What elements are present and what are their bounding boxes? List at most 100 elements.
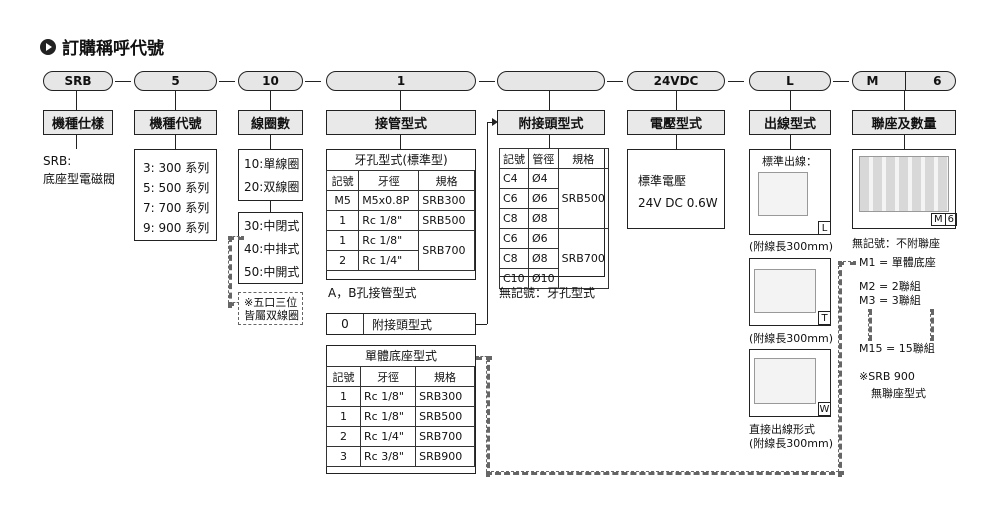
cell-code: 2 xyxy=(325,426,362,447)
cell-size: M5x0.8P xyxy=(358,190,420,211)
coil-single-double: 10:單線圈 20:双線圈 xyxy=(238,149,303,201)
th-code: 記號 xyxy=(325,170,360,191)
connector xyxy=(175,135,176,149)
cell-code: 1 xyxy=(325,386,362,407)
cell-code: M5 xyxy=(325,190,360,211)
dashed-connector xyxy=(476,356,492,360)
manifold-none: 無記號：不附聯座 xyxy=(852,237,940,250)
connector xyxy=(487,122,494,123)
connector xyxy=(270,135,271,149)
coil-item: 40:中排式 xyxy=(244,242,300,256)
fitting-option: 0 附接頭型式 xyxy=(326,313,476,335)
arrow-right-icon xyxy=(492,118,498,126)
manifold-m1: M1 = 單體底座 xyxy=(859,256,936,269)
connector xyxy=(400,91,401,110)
manifold-note-2: 無聯座型式 xyxy=(871,387,926,400)
code-pill-series: 5 xyxy=(134,71,217,91)
dashed-connector xyxy=(228,236,232,308)
cell-spec: SRB500 xyxy=(415,406,475,427)
coil-item: 30:中閉式 xyxy=(244,219,300,233)
coil-item: 10:單線圈 xyxy=(244,157,300,171)
cell-tube: Ø8 xyxy=(528,248,559,269)
cell-spec: SRB500 xyxy=(557,168,609,229)
wiring-len-1: (附線長300mm) xyxy=(749,240,834,253)
header-wiring: 出線型式 xyxy=(749,110,831,135)
connector xyxy=(904,135,905,149)
wiring-len-3: (附線長300mm) xyxy=(749,437,834,450)
valve-w-image xyxy=(754,358,816,404)
header-port: 接管型式 xyxy=(326,110,476,135)
cell-spec: SRB900 xyxy=(415,446,475,467)
wiring-direct: 直接出線形式 xyxy=(749,423,815,436)
tube-table: 記號 管徑 規格 C4 Ø4 SRB500 C6 Ø6 C8 Ø8 C6 Ø6 … xyxy=(499,148,609,289)
cell-size: Rc 3/8" xyxy=(360,446,417,467)
fitting-option-code: 0 xyxy=(327,314,364,334)
wiring-tag-t: T xyxy=(818,311,831,325)
dashed-connector xyxy=(838,261,842,477)
dashed-connector xyxy=(228,236,244,240)
header-spec: 機種仕樣 xyxy=(43,110,113,135)
header-voltage: 電壓型式 xyxy=(627,110,725,135)
cell-spec: SRB300 xyxy=(415,386,475,407)
play-circle-icon xyxy=(40,38,56,55)
model-item: 5: 500 系列 xyxy=(143,181,210,195)
base-table: 單體底座型式 記號 牙徑 規格 1 Rc 1/8" SRB300 1 Rc 1/… xyxy=(325,345,476,474)
connector xyxy=(676,135,677,149)
code-pill-fitting xyxy=(497,71,605,91)
th-spec: 規格 xyxy=(415,366,475,387)
header-manifold: 聯座及數量 xyxy=(852,110,956,135)
cell-size: Rc 1/4" xyxy=(360,426,417,447)
coil-three-position: 30:中閉式 40:中排式 50:中開式 xyxy=(238,212,303,284)
code-pill-wiring: L xyxy=(749,71,831,91)
cell-size: Rc 1/8" xyxy=(360,406,417,427)
pill-divider xyxy=(905,71,907,91)
voltage-label: 標準電壓 xyxy=(638,174,687,188)
coil-note-line: ※五口三位 xyxy=(244,296,298,309)
wiring-tag-w: W xyxy=(818,402,831,416)
cell-code: 3 xyxy=(325,446,362,467)
manifold-m15: M15 = 15聯組 xyxy=(859,342,935,355)
pill-connector xyxy=(728,81,744,82)
pill-connector xyxy=(115,81,131,82)
th-code: 記號 xyxy=(325,366,362,387)
th-spec: 規格 xyxy=(418,170,475,191)
coil-note: ※五口三位 皆屬双線圈 xyxy=(238,292,303,325)
cell-tube: Ø10 xyxy=(528,268,559,289)
header-fitting: 附接頭型式 xyxy=(497,110,605,135)
tag-number: 6 xyxy=(947,214,955,225)
wiring-tag-l: L xyxy=(818,221,831,235)
cell-size: Rc 1/4" xyxy=(358,250,420,271)
header-coil: 線圈數 xyxy=(238,110,303,135)
voltage-box: 標準電壓 24V DC 0.6W xyxy=(627,149,725,229)
dashed-connector xyxy=(838,261,856,265)
th-spec: 規格 xyxy=(557,148,609,169)
cell-code: 2 xyxy=(325,250,360,271)
manifold-m3: M3 = 3聯組 xyxy=(859,294,921,307)
manifold-code-tag: M 6 xyxy=(931,213,958,226)
cell-size: Rc 1/8" xyxy=(358,210,420,231)
cell-spec: SRB700 xyxy=(415,426,475,447)
th-size: 牙徑 xyxy=(358,170,420,191)
connector xyxy=(790,91,791,110)
manifold-image-box: M 6 xyxy=(852,149,958,229)
connector xyxy=(76,91,77,110)
dashed-connector xyxy=(486,356,490,477)
connector xyxy=(175,91,176,110)
connector xyxy=(676,91,677,110)
cell-tube: Ø4 xyxy=(528,168,559,189)
code-pill-port: 1 xyxy=(326,71,476,91)
th-size: 牙徑 xyxy=(360,366,417,387)
code-pill-coil: 10 xyxy=(238,71,303,91)
connector xyxy=(549,91,550,110)
voltage-value: 24V DC 0.6W xyxy=(638,196,718,210)
spec-line2: 底座型電磁閥 xyxy=(43,172,116,186)
th-tube: 管徑 xyxy=(528,148,559,169)
cell-tube: Ø6 xyxy=(528,188,559,209)
cell-spec: SRB500 xyxy=(418,210,475,231)
pill-connector xyxy=(479,81,495,82)
wiring-len-2: (附線長300mm) xyxy=(749,332,834,345)
base-table-caption: 單體底座型式 xyxy=(364,349,437,363)
wiring-std-label: 標準出線： xyxy=(762,155,817,168)
valve-l-image xyxy=(758,172,808,216)
code-pill-voltage: 24VDC xyxy=(627,71,725,91)
